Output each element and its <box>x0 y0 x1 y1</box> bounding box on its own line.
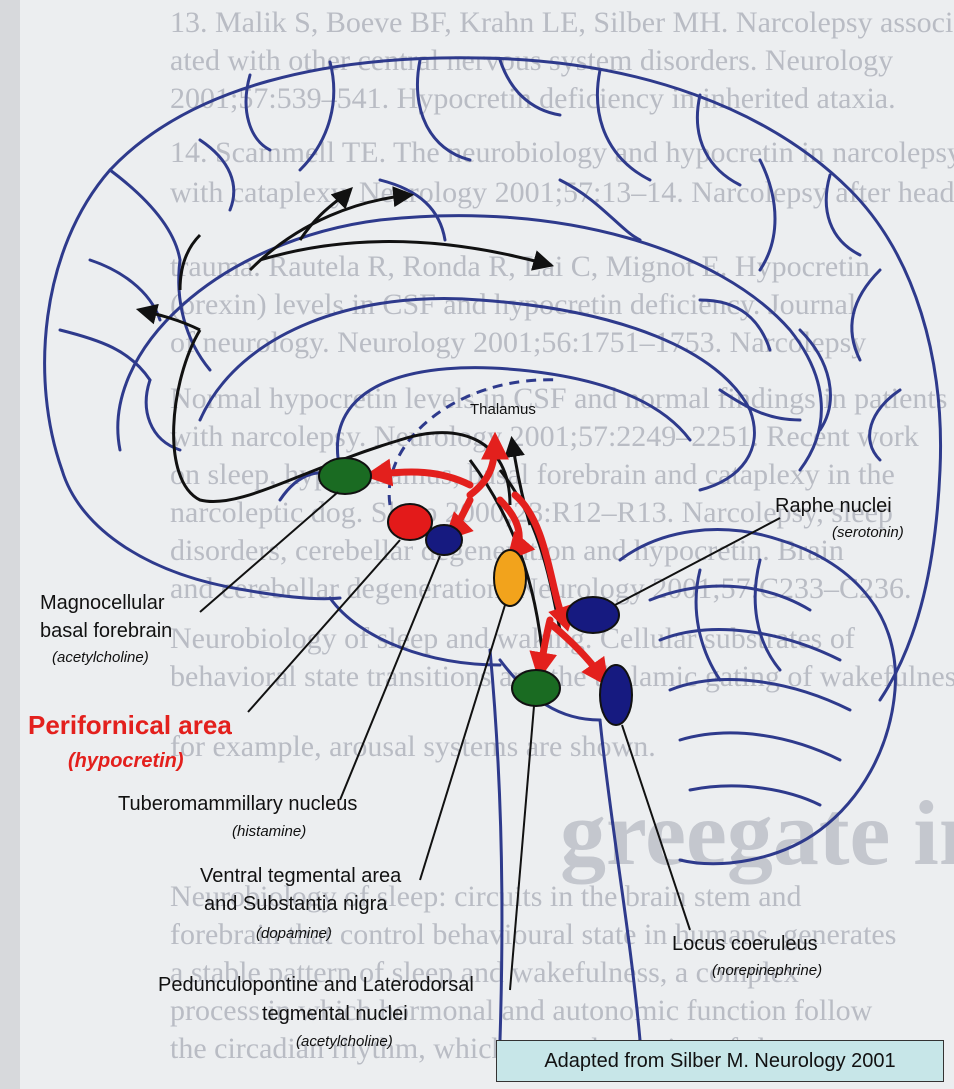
gyrus-line <box>720 390 800 420</box>
gyrus-line <box>300 62 334 170</box>
gyrus-line <box>597 70 650 180</box>
cingulate-gyrus <box>118 216 822 470</box>
gyrus-line <box>179 260 210 370</box>
nucleus-ppt-ldt <box>512 670 560 706</box>
leader-ppt <box>510 706 534 990</box>
gyrus-line <box>200 140 234 210</box>
brain-outline <box>45 58 941 1040</box>
frontal-base <box>62 470 340 599</box>
gyrus-line <box>697 95 740 185</box>
pathway-arrow-top <box>300 190 350 240</box>
nucleus-tuberomammillary <box>426 525 462 555</box>
gyrus-line <box>826 175 860 255</box>
cerebellum-folia <box>660 630 840 660</box>
gyrus-line <box>60 330 150 380</box>
gyrus-line <box>800 330 830 430</box>
label-ppt-line2: tegmental nuclei <box>262 1003 408 1025</box>
temporal-base <box>330 598 500 665</box>
label-magnocellular-neurotransmitter: (acetylcholine) <box>52 649 149 666</box>
cerebellum-folia <box>690 786 820 805</box>
label-raphe-neurotransmitter: (serotonin) <box>832 524 904 541</box>
nucleus-locus-coeruleus <box>600 665 632 725</box>
label-vta-line2: and Substantia nigra <box>204 893 388 915</box>
leader-locus <box>622 725 690 930</box>
leader-lines <box>200 492 780 990</box>
cerebellum-folia <box>650 586 810 610</box>
cerebellum-folia <box>680 733 840 760</box>
black-pathways <box>140 190 560 680</box>
label-perifornical-area: Perifornical area <box>28 710 232 740</box>
red-arrow-to-basal-forebrain <box>372 472 470 485</box>
leader-perifornical <box>248 540 400 712</box>
pathway-arrow-left-upper <box>180 235 200 290</box>
label-ppt-line1: Pedunculopontine and Laterodorsal <box>158 974 474 996</box>
cerebellum-folia <box>755 560 780 670</box>
gyrus-line <box>500 60 560 115</box>
citation-box: Adapted from Silber M. Neurology 2001 <box>496 1040 944 1082</box>
nucleus-vta <box>494 550 526 606</box>
gyrus-line <box>870 390 900 460</box>
gyrus-line <box>700 300 770 350</box>
brainstem-back <box>600 720 640 1040</box>
leader-vta <box>420 605 505 880</box>
nucleus-raphe <box>567 597 619 633</box>
brainstem-front <box>490 650 502 1040</box>
gyrus-line <box>760 160 775 270</box>
thalamus-outline <box>389 380 560 505</box>
label-ppt-neurotransmitter: (acetylcholine) <box>296 1033 393 1050</box>
label-vta-line1: Ventral tegmental area <box>200 865 402 887</box>
hypocretin-projections <box>372 440 604 680</box>
corpus-callosum <box>200 299 754 491</box>
leader-tmn <box>340 556 440 800</box>
label-locus-neurotransmitter: (norepinephrine) <box>712 962 822 979</box>
label-tuberomammillary: Tuberomammillary nucleus <box>118 793 357 815</box>
label-vta-neurotransmitter: (dopamine) <box>256 925 332 942</box>
nucleus-perifornical <box>388 504 432 540</box>
label-magnocellular-line1: Magnocellular <box>40 592 165 614</box>
gyrus-line <box>110 170 180 260</box>
label-perifornical-neurotransmitter: (hypocretin) <box>68 750 184 772</box>
label-magnocellular-line2: basal forebrain <box>40 620 172 642</box>
gyrus-line <box>852 270 880 360</box>
gyrus-line <box>417 60 470 160</box>
gyrus-line <box>380 180 445 240</box>
nucleus-basal-forebrain <box>319 458 371 494</box>
label-tuberomammillary-neurotransmitter: (histamine) <box>232 823 306 840</box>
pathway-arrow-frontal <box>140 310 200 330</box>
label-locus-coeruleus: Locus coeruleus <box>672 933 818 955</box>
pathway-arrow-right <box>260 241 550 265</box>
cortex-outline <box>45 58 941 700</box>
label-thalamus: Thalamus <box>470 401 536 418</box>
label-raphe-nuclei: Raphe nuclei <box>775 495 892 517</box>
cerebellum-folia <box>670 680 850 710</box>
